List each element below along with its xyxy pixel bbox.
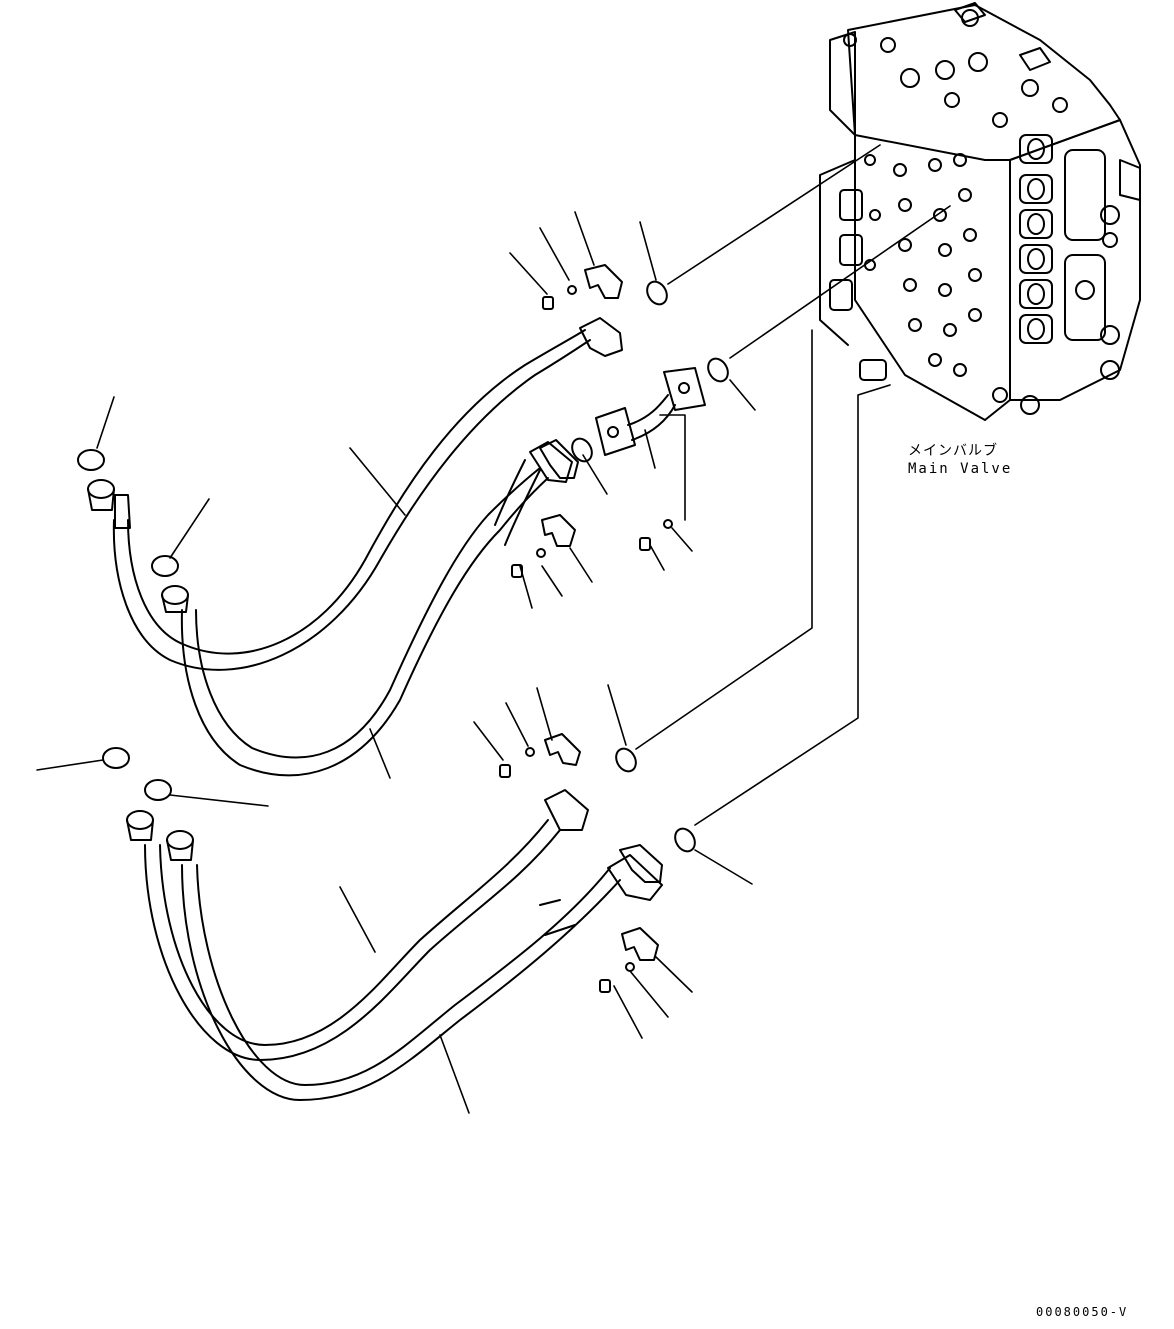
main-valve-label-en: Main Valve bbox=[908, 461, 1013, 477]
main-valve-label-ja: メインバルブ bbox=[908, 443, 998, 459]
drawing-number: 00080050-V bbox=[1036, 1305, 1129, 1319]
main-valve bbox=[820, 3, 1140, 420]
bolts-and-washers bbox=[500, 286, 672, 992]
o-rings bbox=[78, 278, 732, 855]
leader-lines bbox=[37, 145, 950, 1113]
hoses-lower bbox=[127, 790, 662, 1100]
short-pipe bbox=[596, 368, 705, 455]
hoses-upper bbox=[88, 318, 622, 775]
flange-clamps bbox=[540, 265, 662, 960]
